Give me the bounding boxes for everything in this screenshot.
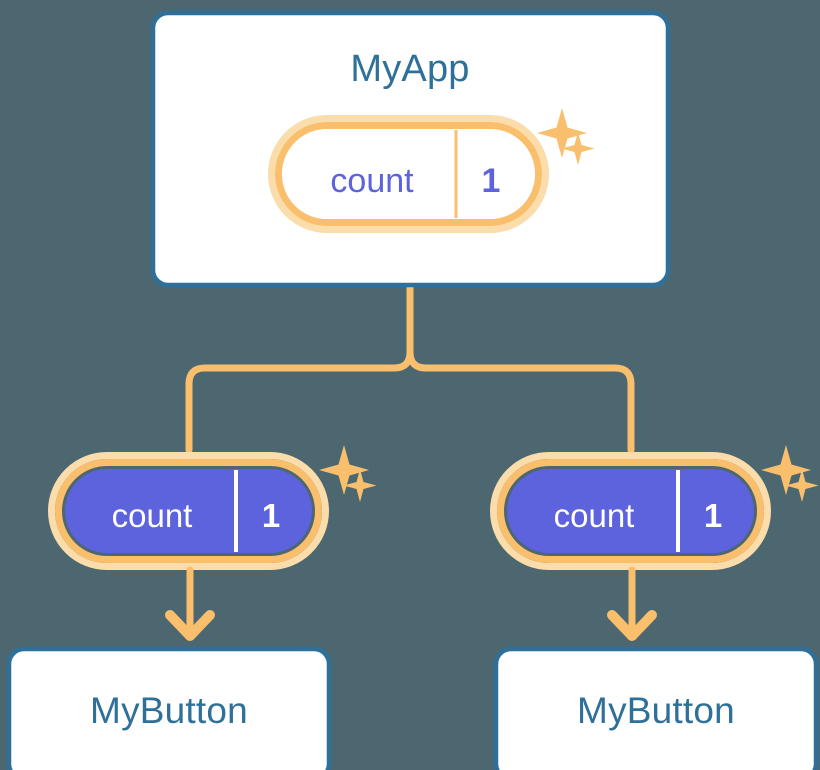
connector-right-branch xyxy=(406,348,635,454)
right-pill-border-ring xyxy=(497,459,764,563)
left-pill-value-label: 1 xyxy=(262,497,280,534)
sparkle-small-icon xyxy=(343,469,377,502)
pill-key-label: count xyxy=(330,162,414,200)
node-mybutton-right[interactable]: MyButton xyxy=(493,646,819,770)
pill-value-label: 1 xyxy=(482,162,501,200)
left-pill-body xyxy=(65,469,312,553)
right-pill-body xyxy=(507,469,754,553)
pill-body xyxy=(282,129,535,219)
mybutton-left-label: MyButton xyxy=(90,690,248,731)
sparkle-small-icon xyxy=(785,469,819,502)
mybutton-left-box xyxy=(6,646,332,770)
sparkle-large-icon xyxy=(761,445,811,495)
sparkle-large-icon xyxy=(537,108,587,158)
right-pill-key-label: count xyxy=(554,497,635,534)
connector-trunk xyxy=(185,284,414,454)
node-mybutton-left[interactable]: MyButton xyxy=(6,646,332,770)
node-myapp[interactable]: MyApp count 1 xyxy=(150,10,671,288)
left-pill-key-label: count xyxy=(112,497,193,534)
sparkle-small-icon xyxy=(561,132,595,165)
myapp-state-pill[interactable]: count 1 xyxy=(268,115,549,233)
left-state-pill[interactable]: count 1 xyxy=(48,445,377,570)
pill-halo-ring xyxy=(268,115,549,233)
left-pill-sparkles xyxy=(319,445,377,502)
right-arrow-head-icon xyxy=(607,610,657,641)
connector-group xyxy=(185,284,635,454)
right-state-pill[interactable]: count 1 xyxy=(490,445,819,570)
left-pill-border-ring xyxy=(55,459,322,563)
right-pill-sparkles xyxy=(761,445,819,502)
left-pill-halo-ring xyxy=(48,452,329,570)
sparkle-large-icon xyxy=(319,445,369,495)
arrow-group xyxy=(165,566,657,641)
mybutton-right-box xyxy=(493,646,819,770)
myapp-label: MyApp xyxy=(350,48,469,90)
mybutton-right-label: MyButton xyxy=(577,690,735,731)
pill-border-ring xyxy=(275,122,542,226)
left-arrow-head-icon xyxy=(165,610,215,641)
right-pill-halo-ring xyxy=(490,452,771,570)
right-pill-value-label: 1 xyxy=(704,497,722,534)
myapp-sparkles xyxy=(537,108,595,165)
